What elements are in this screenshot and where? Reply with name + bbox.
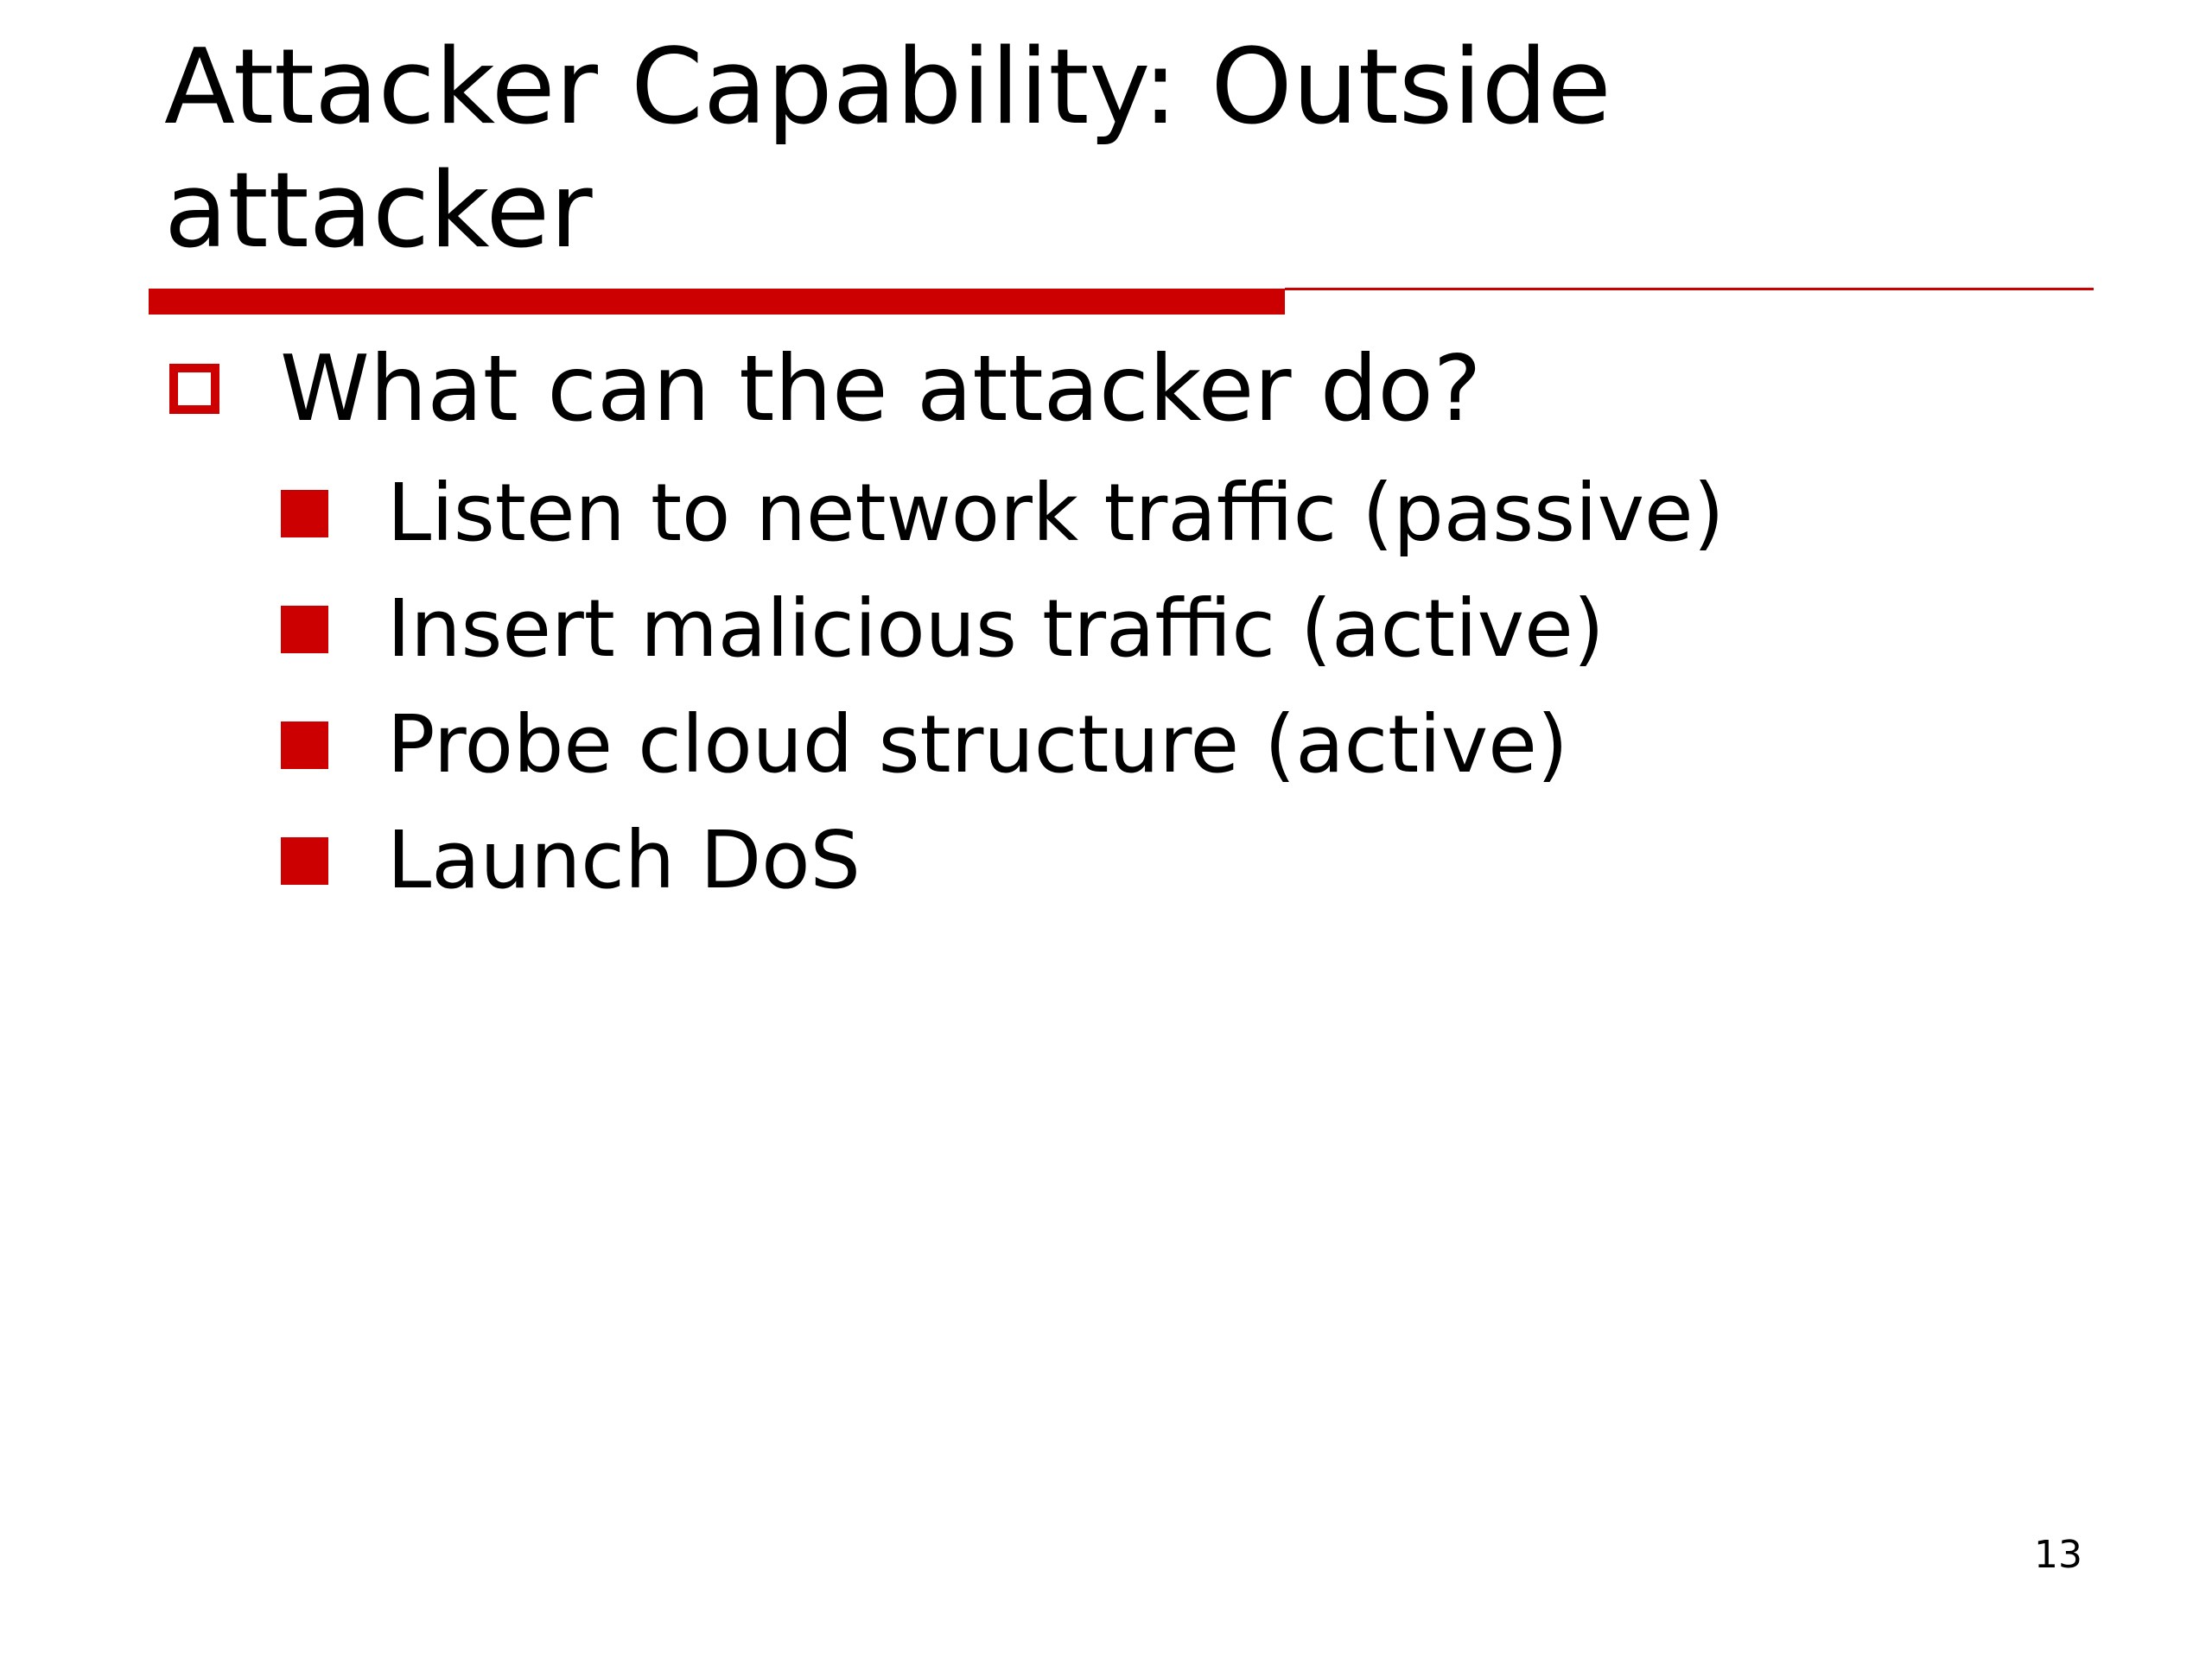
solid-square-bullet-icon — [281, 721, 328, 769]
bullet-level1: What can the attacker do? — [169, 337, 1482, 441]
title-underline-thick — [149, 289, 1285, 315]
page-number: 13 — [2034, 1533, 2082, 1577]
solid-square-bullet-icon — [281, 489, 328, 537]
solid-square-bullet-icon — [281, 836, 328, 885]
title-underline-thin — [1285, 288, 2094, 290]
bullet-level1-text: What can the attacker do? — [280, 336, 1482, 442]
sub-bullet-text: Listen to network traffic (passive) — [387, 467, 1725, 559]
sub-bullet-text: Launch DoS — [387, 814, 861, 906]
solid-square-bullet-icon — [281, 605, 328, 653]
sub-bullet: Launch DoS — [281, 817, 861, 904]
hollow-square-bullet-icon — [169, 364, 219, 414]
sub-bullet: Probe cloud structure (active) — [281, 702, 1568, 788]
sub-bullet: Insert malicious traffic (active) — [281, 586, 1605, 672]
sub-bullet: Listen to network traffic (passive) — [281, 470, 1725, 556]
sub-bullet-text: Probe cloud structure (active) — [387, 698, 1568, 791]
slide-title: Attacker Capability: Outside attacker — [164, 28, 1611, 271]
sub-bullet-text: Insert malicious traffic (active) — [387, 582, 1605, 675]
